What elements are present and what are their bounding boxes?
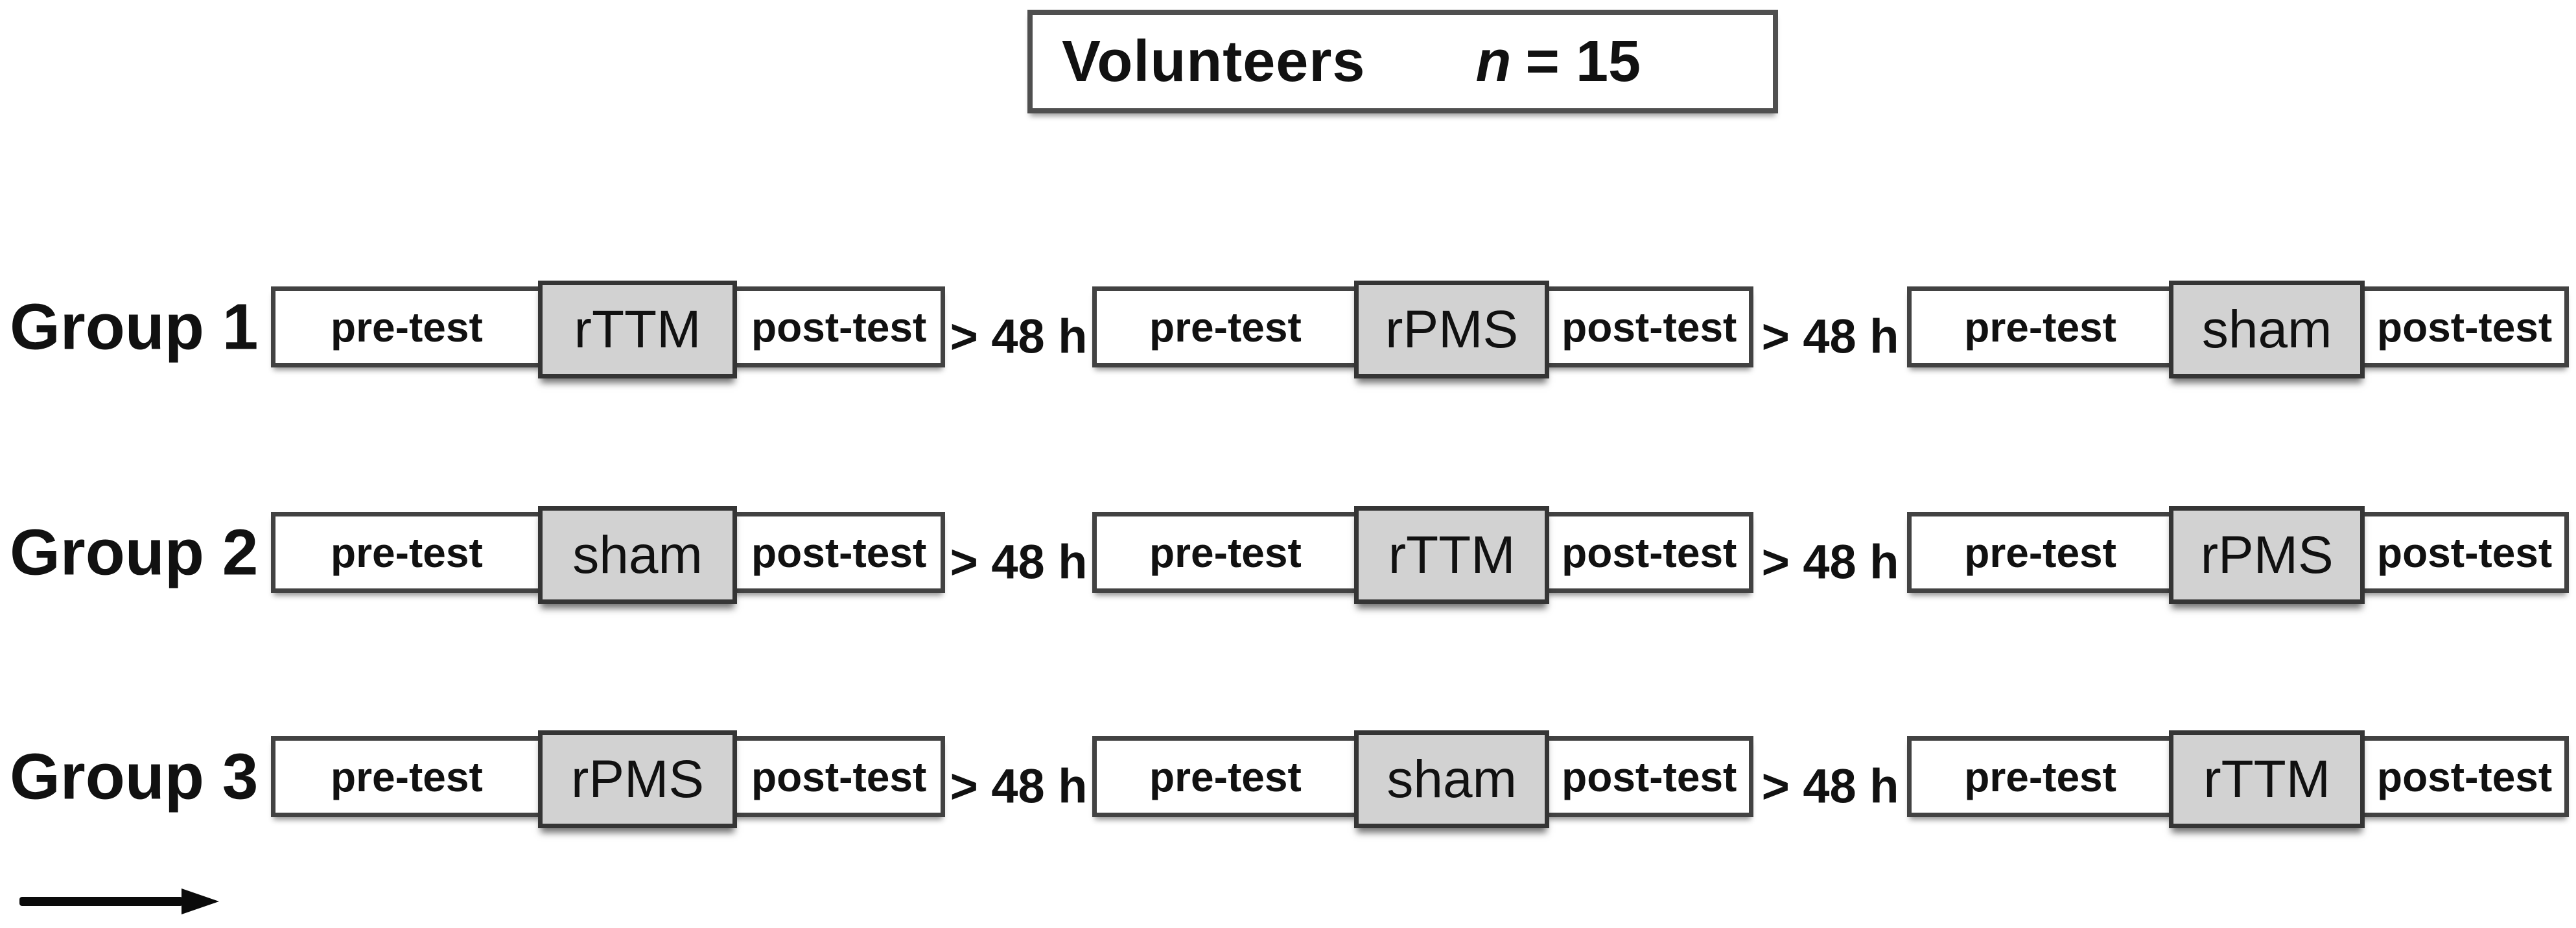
session-block: pre-test sham post-test [1092,730,1753,828]
pre-test-box: pre-test [1092,512,1359,593]
n-variable: n [1475,29,1512,94]
post-test-box: post-test [732,286,945,367]
volunteers-box: Volunteers n = 15 [1027,10,1778,113]
interval-label: > 48 h [1761,535,1899,588]
group-row-2: Group 2 pre-test sham post-test > 48 h p… [0,506,2576,604]
interval-label: > 48 h [1761,759,1899,813]
session-block: pre-test sham post-test [271,506,945,604]
arrow-head [181,888,219,914]
group-3-label: Group 3 [10,740,259,813]
pre-test-box: pre-test [1907,286,2174,367]
arrow-shaft [19,897,183,906]
timeline-arrow-icon [19,888,227,914]
treatment-box: rTTM [537,281,738,378]
post-test-box: post-test [2360,512,2569,593]
sample-size-label: n = 15 [1475,29,1641,95]
treatment-box: rTTM [2169,730,2365,828]
n-value: = 15 [1525,29,1641,94]
session-block: pre-test rPMS post-test [1907,506,2569,604]
session-block: pre-test sham post-test [1907,281,2569,378]
session-block: pre-test rTTM post-test [271,281,945,378]
pre-test-box: pre-test [1907,736,2174,817]
pre-test-box: pre-test [271,286,543,367]
interval-label: > 48 h [950,535,1088,588]
group-2-label: Group 2 [10,516,259,588]
post-test-box: post-test [732,736,945,817]
session-block: pre-test rPMS post-test [1092,281,1753,378]
pre-test-box: pre-test [1907,512,2174,593]
post-test-box: post-test [1545,512,1753,593]
treatment-box: rPMS [537,730,738,828]
post-test-box: post-test [2360,286,2569,367]
interval-label: > 48 h [1761,309,1899,363]
treatment-box: rPMS [1353,281,1550,378]
treatment-box: rPMS [2169,506,2365,604]
interval-label: > 48 h [950,309,1088,363]
group-row-1: Group 1 pre-test rTTM post-test > 48 h p… [0,281,2576,378]
pre-test-box: pre-test [271,736,543,817]
session-block: pre-test rPMS post-test [271,730,945,828]
treatment-box: sham [1353,730,1550,828]
session-block: pre-test rTTM post-test [1907,730,2569,828]
post-test-box: post-test [1545,286,1753,367]
treatment-box: sham [537,506,738,604]
post-test-box: post-test [732,512,945,593]
session-block: pre-test rTTM post-test [1092,506,1753,604]
group-1-label: Group 1 [10,290,259,363]
treatment-box: rTTM [1353,506,1550,604]
pre-test-box: pre-test [1092,286,1359,367]
interval-label: > 48 h [950,759,1088,813]
treatment-box: sham [2169,281,2365,378]
pre-test-box: pre-test [1092,736,1359,817]
pre-test-box: pre-test [271,512,543,593]
post-test-box: post-test [2360,736,2569,817]
post-test-box: post-test [1545,736,1753,817]
volunteers-label: Volunteers [1062,29,1366,94]
group-row-3: Group 3 pre-test rPMS post-test > 48 h p… [0,730,2576,828]
